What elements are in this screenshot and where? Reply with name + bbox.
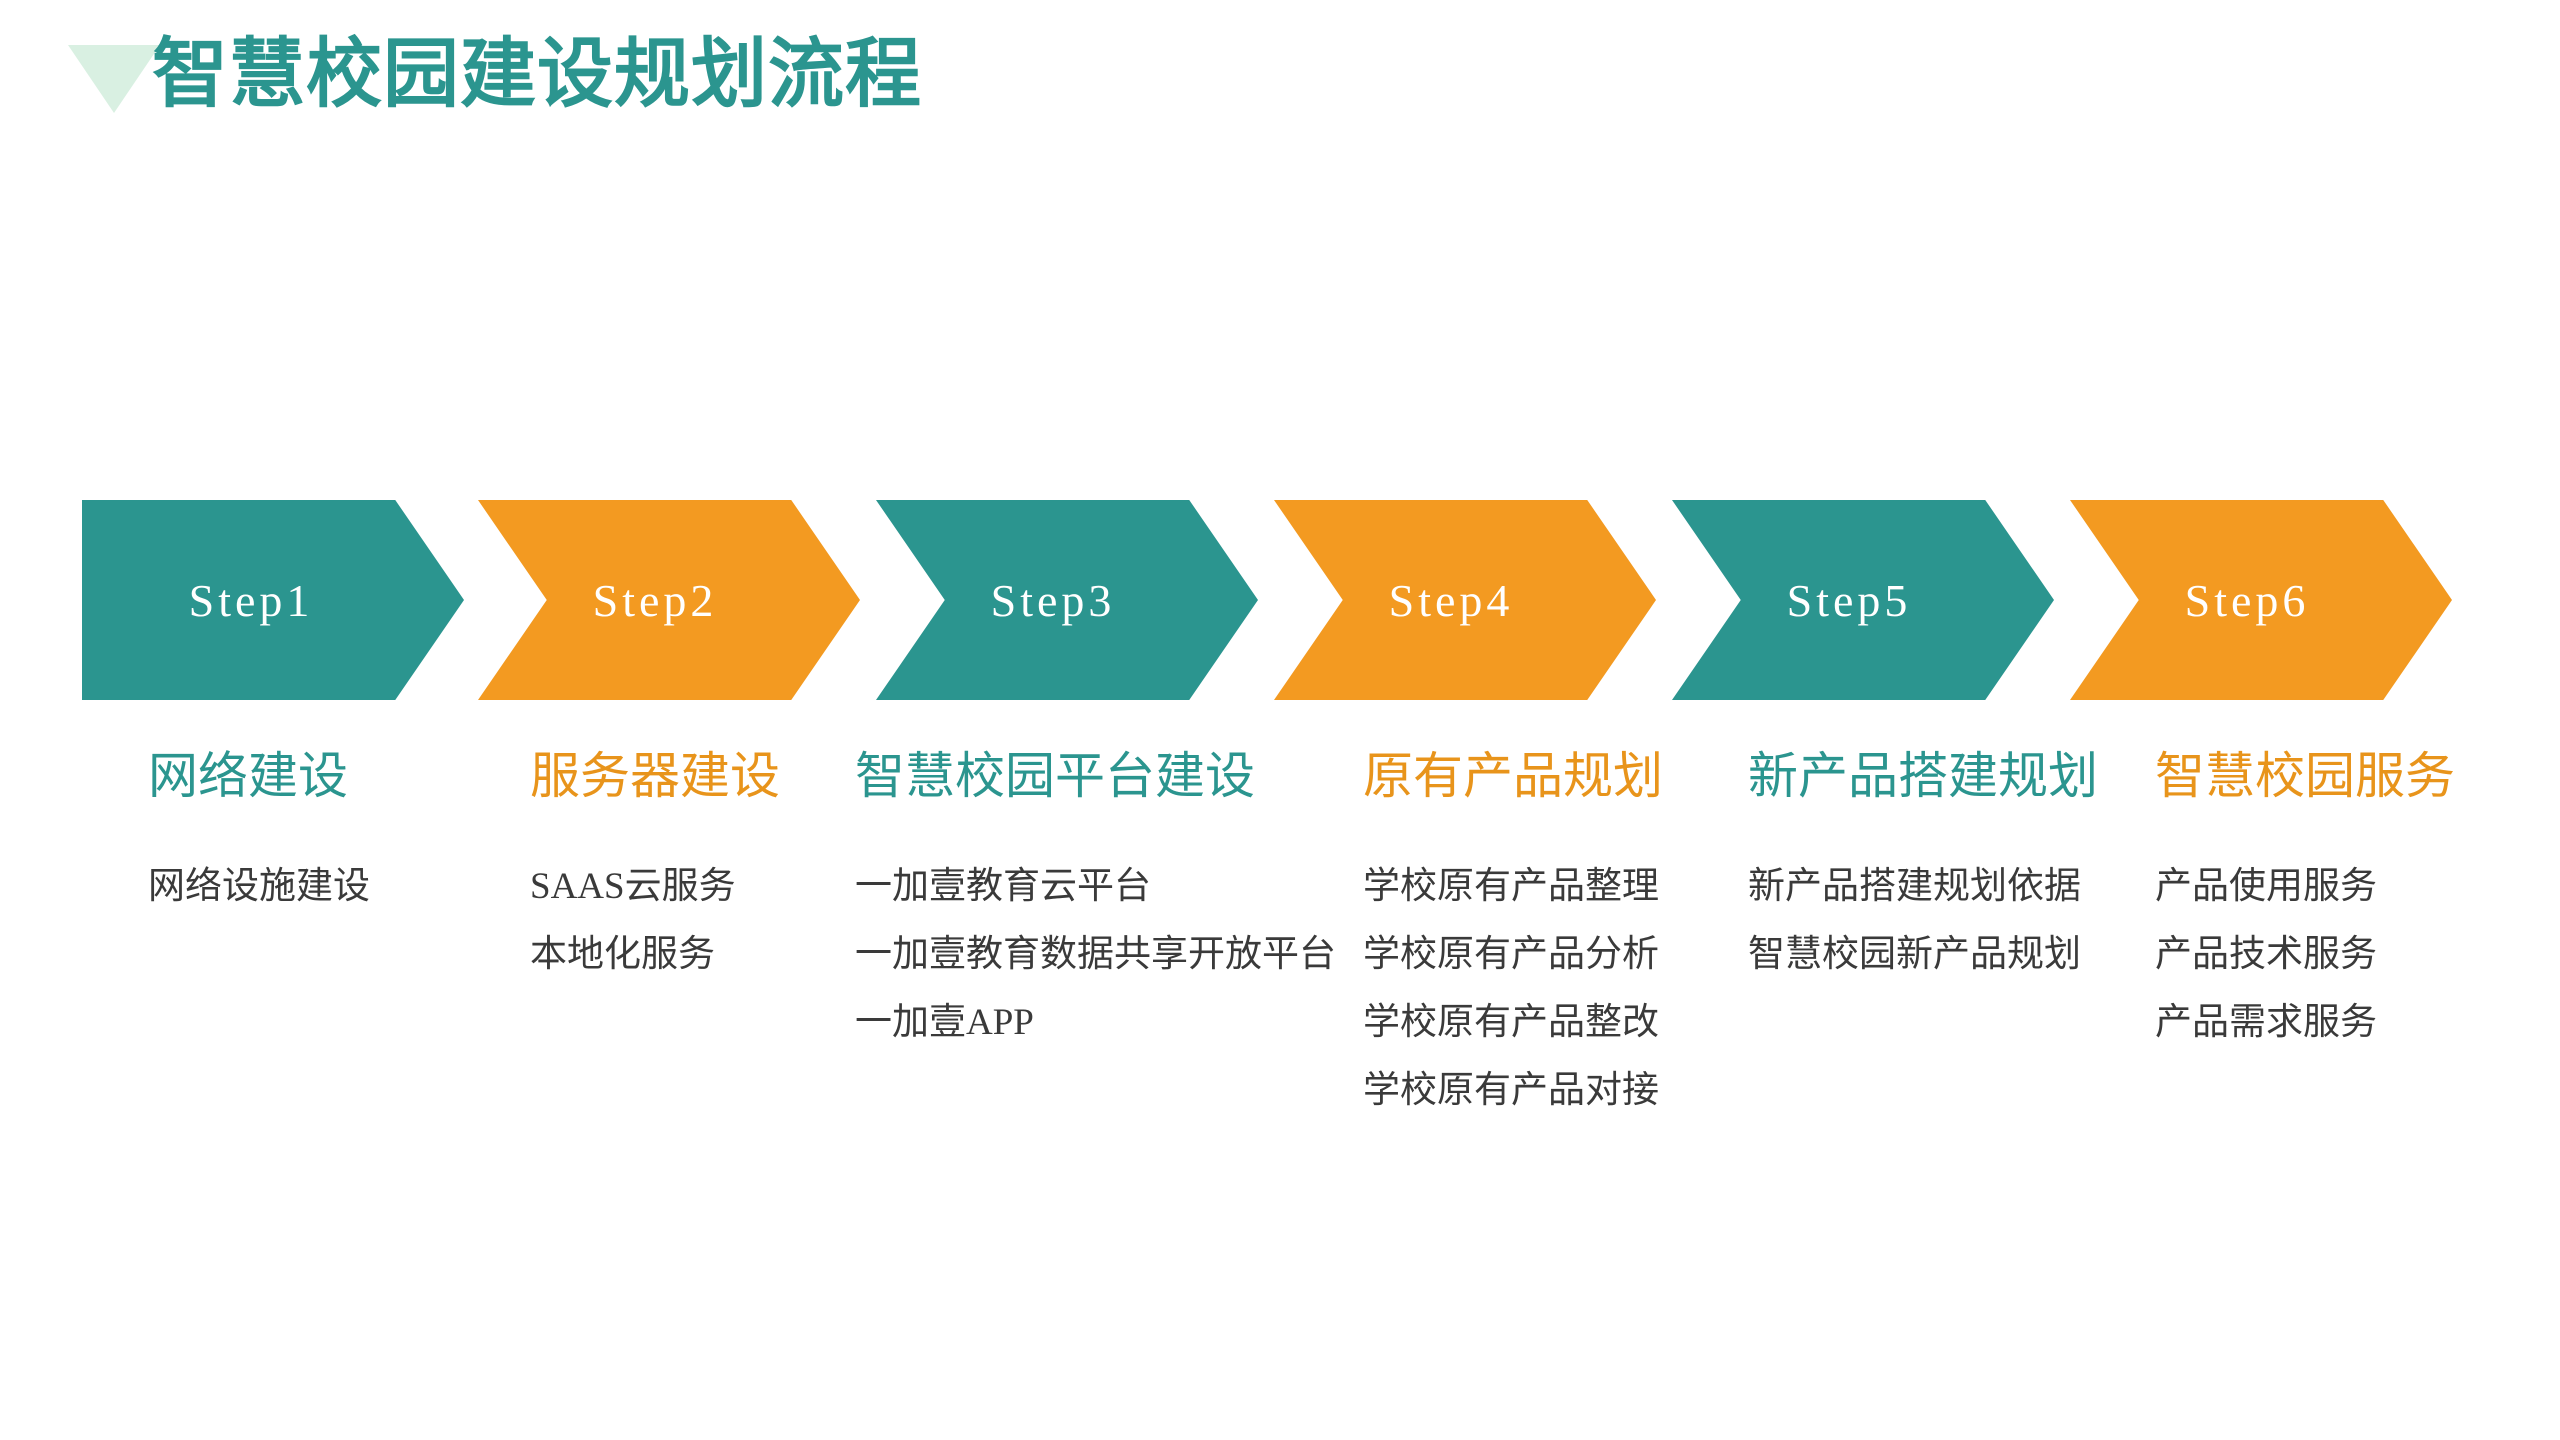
step-item: 新产品搭建规划依据 <box>1748 866 2081 907</box>
step-item: 学校原有产品分析 <box>1363 934 1659 975</box>
step-item: 一加壹教育云平台 <box>855 866 1151 907</box>
step-column-4: 原有产品规划 学校原有产品整理学校原有产品分析学校原有产品整改学校原有产品对接 <box>1363 745 1663 1125</box>
step-item: 网络设施建设 <box>148 866 370 907</box>
step-chevron-3[interactable]: Step3 <box>876 500 1258 700</box>
step-heading-4: 原有产品规划 <box>1363 748 1663 804</box>
step-heading-3: 智慧校园平台建设 <box>855 748 1255 804</box>
step-chevron-5[interactable]: Step5 <box>1672 500 2054 700</box>
step-item-list-1: 网络设施建设 <box>148 853 370 921</box>
step-column-2: 服务器建设 SAAS云服务本地化服务 <box>530 745 780 989</box>
step-chevron-1[interactable]: Step1 <box>82 500 464 700</box>
step-item-list-3: 一加壹教育云平台一加壹教育数据共享开放平台一加壹APP <box>855 853 1336 1057</box>
step-item-list-2: SAAS云服务本地化服务 <box>530 853 780 989</box>
step-item: 学校原有产品整改 <box>1363 1002 1659 1043</box>
step-item: 本地化服务 <box>530 934 715 975</box>
title-group: 智慧校园建设规划流程 <box>0 0 2560 200</box>
page-title: 智慧校园建设规划流程 <box>152 29 922 118</box>
step-column-1: 网络建设 网络设施建设 <box>148 745 370 921</box>
step-heading-5: 新产品搭建规划 <box>1748 748 2098 804</box>
triangle-decoration-icon <box>68 45 160 113</box>
step-column-6: 智慧校园服务 产品使用服务产品技术服务产品需求服务 <box>2155 745 2455 1057</box>
step-chevron-label-2: Step2 <box>592 574 718 626</box>
step-item: 学校原有产品对接 <box>1363 1070 1659 1111</box>
step-item: 学校原有产品整理 <box>1363 866 1659 907</box>
step-item: 智慧校园新产品规划 <box>1748 934 2081 975</box>
step-chevron-label-4: Step4 <box>1388 574 1514 626</box>
step-column-5: 新产品搭建规划 新产品搭建规划依据智慧校园新产品规划 <box>1748 745 2098 989</box>
step-item-list-6: 产品使用服务产品技术服务产品需求服务 <box>2155 853 2455 1057</box>
step-column-3: 智慧校园平台建设 一加壹教育云平台一加壹教育数据共享开放平台一加壹APP <box>855 745 1336 1057</box>
step-chevron-4[interactable]: Step4 <box>1274 500 1656 700</box>
step-item: 产品需求服务 <box>2155 1002 2377 1043</box>
step-detail-columns: 网络建设 网络设施建设 服务器建设 SAAS云服务本地化服务 智慧校园平台建设 … <box>0 745 2560 1225</box>
step-chevron-label-6: Step6 <box>2184 574 2310 626</box>
step-chevron-label-5: Step5 <box>1786 574 1912 626</box>
process-chevron-row: Step1 Step2 Step3 Step4 Step5 Step6 <box>0 500 2560 710</box>
step-item-list-4: 学校原有产品整理学校原有产品分析学校原有产品整改学校原有产品对接 <box>1363 853 1663 1125</box>
step-item: 一加壹教育数据共享开放平台 <box>855 934 1336 975</box>
step-item: 产品技术服务 <box>2155 934 2377 975</box>
step-item: SAAS云服务 <box>530 866 736 907</box>
step-item: 一加壹APP <box>855 1002 1034 1043</box>
step-chevron-6[interactable]: Step6 <box>2070 500 2452 700</box>
step-chevron-2[interactable]: Step2 <box>478 500 860 700</box>
step-chevron-label-1: Step1 <box>188 574 314 626</box>
step-item-list-5: 新产品搭建规划依据智慧校园新产品规划 <box>1748 853 2098 989</box>
step-chevron-label-3: Step3 <box>990 574 1116 626</box>
step-item: 产品使用服务 <box>2155 866 2377 907</box>
step-heading-1: 网络建设 <box>148 748 348 804</box>
step-heading-2: 服务器建设 <box>530 748 780 804</box>
step-heading-6: 智慧校园服务 <box>2155 748 2455 804</box>
